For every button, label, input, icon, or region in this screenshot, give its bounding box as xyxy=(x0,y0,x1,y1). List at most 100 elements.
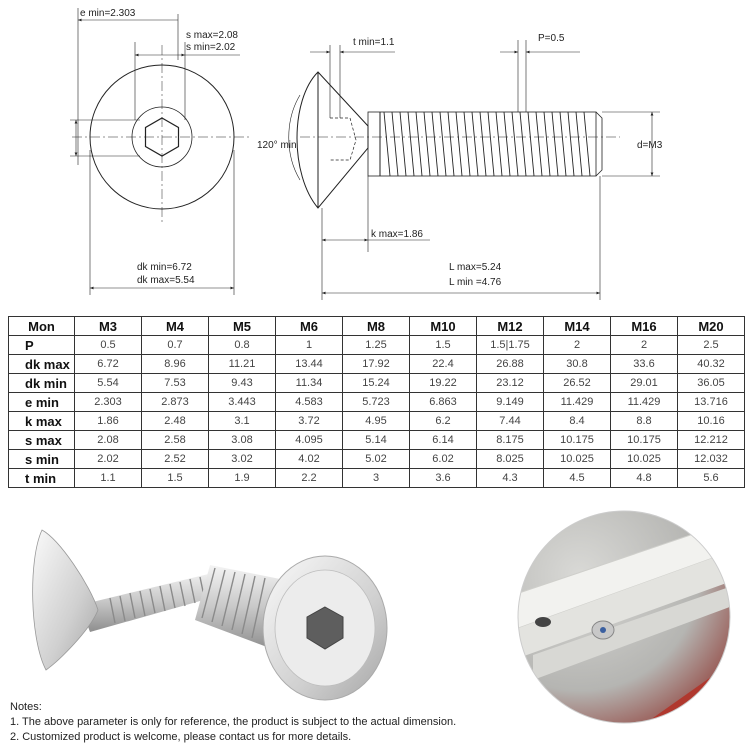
table-cell: 7.44 xyxy=(476,411,544,431)
table-cell: 10.175 xyxy=(610,430,678,450)
table-cell: 11.429 xyxy=(543,392,611,412)
notes: Notes: 1. The above parameter is only fo… xyxy=(10,700,456,745)
table-cell: 33.6 xyxy=(610,354,678,374)
table-cell: 10.025 xyxy=(610,449,678,469)
table-cell: 0.5 xyxy=(74,335,142,355)
table-cell: 3.443 xyxy=(208,392,276,412)
table-cell: 23.12 xyxy=(476,373,544,393)
table-cell: 1.25 xyxy=(342,335,410,355)
notes-line-2: 2. Customized product is welcome, please… xyxy=(10,731,352,743)
table-cell: 11.429 xyxy=(610,392,678,412)
table-cell: 2 xyxy=(543,335,611,355)
spec-table: Mon M3 M4 M5 M6 M8 M10 M12 M14 M16 M20 P… xyxy=(8,316,745,488)
table-header-cell: M3 xyxy=(74,316,142,336)
table-header-cell: M5 xyxy=(208,316,276,336)
l-min-label: L min =4.76 xyxy=(449,277,502,288)
table-cell: 5.6 xyxy=(677,468,745,488)
notes-title: Notes: xyxy=(10,701,42,713)
table-cell: 2.58 xyxy=(141,430,209,450)
table-cell: 6.02 xyxy=(409,449,477,469)
table-cell: 10.16 xyxy=(677,411,745,431)
dk-min-label: dk min=6.72 xyxy=(137,262,192,273)
table-cell: 1 xyxy=(275,335,343,355)
table-cell: 6.2 xyxy=(409,411,477,431)
table-cell: 1.5 xyxy=(141,468,209,488)
table-cell: 19.22 xyxy=(409,373,477,393)
table-cell: 4.095 xyxy=(275,430,343,450)
table-cell: 1.86 xyxy=(74,411,142,431)
table-cell: 30.8 xyxy=(543,354,611,374)
table-row: P 0.5 0.7 0.8 1 1.25 1.5 1.5|1.75 2 2 2.… xyxy=(8,335,745,355)
table-row: s max 2.08 2.58 3.08 4.095 5.14 6.14 8.1… xyxy=(8,430,745,450)
table-cell: 2.02 xyxy=(74,449,142,469)
table-cell: 0.8 xyxy=(208,335,276,355)
row-label: dk max xyxy=(8,354,75,374)
table-cell: 3.1 xyxy=(208,411,276,431)
s-min-label: s min=2.02 xyxy=(186,42,236,53)
table-cell: 26.52 xyxy=(543,373,611,393)
table-cell: 2.08 xyxy=(74,430,142,450)
installed-screw xyxy=(591,620,615,640)
table-cell: 22.4 xyxy=(409,354,477,374)
table-cell: 9.149 xyxy=(476,392,544,412)
table-cell: 2.2 xyxy=(275,468,343,488)
table-cell: 8.4 xyxy=(543,411,611,431)
d-label: d=M3 xyxy=(637,140,663,151)
technical-drawing: e min=2.303 s max=2.08 s min=2.02 t min=… xyxy=(70,8,663,300)
table-cell: 5.723 xyxy=(342,392,410,412)
table-cell: 1.1 xyxy=(74,468,142,488)
table-row: dk max 6.72 8.96 11.21 13.44 17.92 22.4 … xyxy=(8,354,745,374)
row-label: t min xyxy=(8,468,75,488)
table-cell: 13.716 xyxy=(677,392,745,412)
table-cell: 2.5 xyxy=(677,335,745,355)
screw-right xyxy=(195,555,388,701)
table-cell: 11.21 xyxy=(208,354,276,374)
table-cell: 11.34 xyxy=(275,373,343,393)
table-cell: 6.72 xyxy=(74,354,142,374)
table-cell: 3 xyxy=(342,468,410,488)
table-cell: 4.02 xyxy=(275,449,343,469)
table-cell: 4.583 xyxy=(275,392,343,412)
s-max-label: s max=2.08 xyxy=(186,30,238,41)
table-cell: 1.5|1.75 xyxy=(476,335,544,355)
e-min-label: e min=2.303 xyxy=(80,8,136,19)
angle-label: 120° min xyxy=(257,140,297,151)
table-cell: 7.53 xyxy=(141,373,209,393)
notes-line-1: 1. The above parameter is only for refer… xyxy=(10,716,457,728)
table-cell: 10.025 xyxy=(543,449,611,469)
table-cell: 3.02 xyxy=(208,449,276,469)
table-header-cell: Mon xyxy=(8,316,75,336)
table-cell: 2.48 xyxy=(141,411,209,431)
table-cell: 3.08 xyxy=(208,430,276,450)
dk-max-label: dk max=5.54 xyxy=(137,275,195,286)
row-label: P xyxy=(8,335,75,355)
table-header-cell: M6 xyxy=(275,316,343,336)
table-cell: 2.873 xyxy=(141,392,209,412)
table-cell: 17.92 xyxy=(342,354,410,374)
table-cell: 6.14 xyxy=(409,430,477,450)
table-cell: 8.025 xyxy=(476,449,544,469)
table-cell: 2.303 xyxy=(74,392,142,412)
row-label: s min xyxy=(8,449,75,469)
t-min-label: t min=1.1 xyxy=(353,37,395,48)
table-header-cell: M10 xyxy=(409,316,477,336)
k-max-label: k max=1.86 xyxy=(371,229,423,240)
table-cell: 12.032 xyxy=(677,449,745,469)
table-cell: 4.8 xyxy=(610,468,678,488)
table-cell: 8.8 xyxy=(610,411,678,431)
row-label: s max xyxy=(8,430,75,450)
p-label: P=0.5 xyxy=(538,33,565,44)
table-cell: 1.9 xyxy=(208,468,276,488)
l-max-label: L max=5.24 xyxy=(449,262,502,273)
head-top-view xyxy=(70,8,250,295)
table-cell: 9.43 xyxy=(208,373,276,393)
table-cell: 26.88 xyxy=(476,354,544,374)
table-cell: 29.01 xyxy=(610,373,678,393)
table-row: k max 1.86 2.48 3.1 3.72 4.95 6.2 7.44 8… xyxy=(8,411,745,431)
table-cell: 5.54 xyxy=(74,373,142,393)
table-cell: 3.6 xyxy=(409,468,477,488)
row-label: e min xyxy=(8,392,75,412)
table-cell: 36.05 xyxy=(677,373,745,393)
table-cell: 6.863 xyxy=(409,392,477,412)
table-cell: 5.14 xyxy=(342,430,410,450)
